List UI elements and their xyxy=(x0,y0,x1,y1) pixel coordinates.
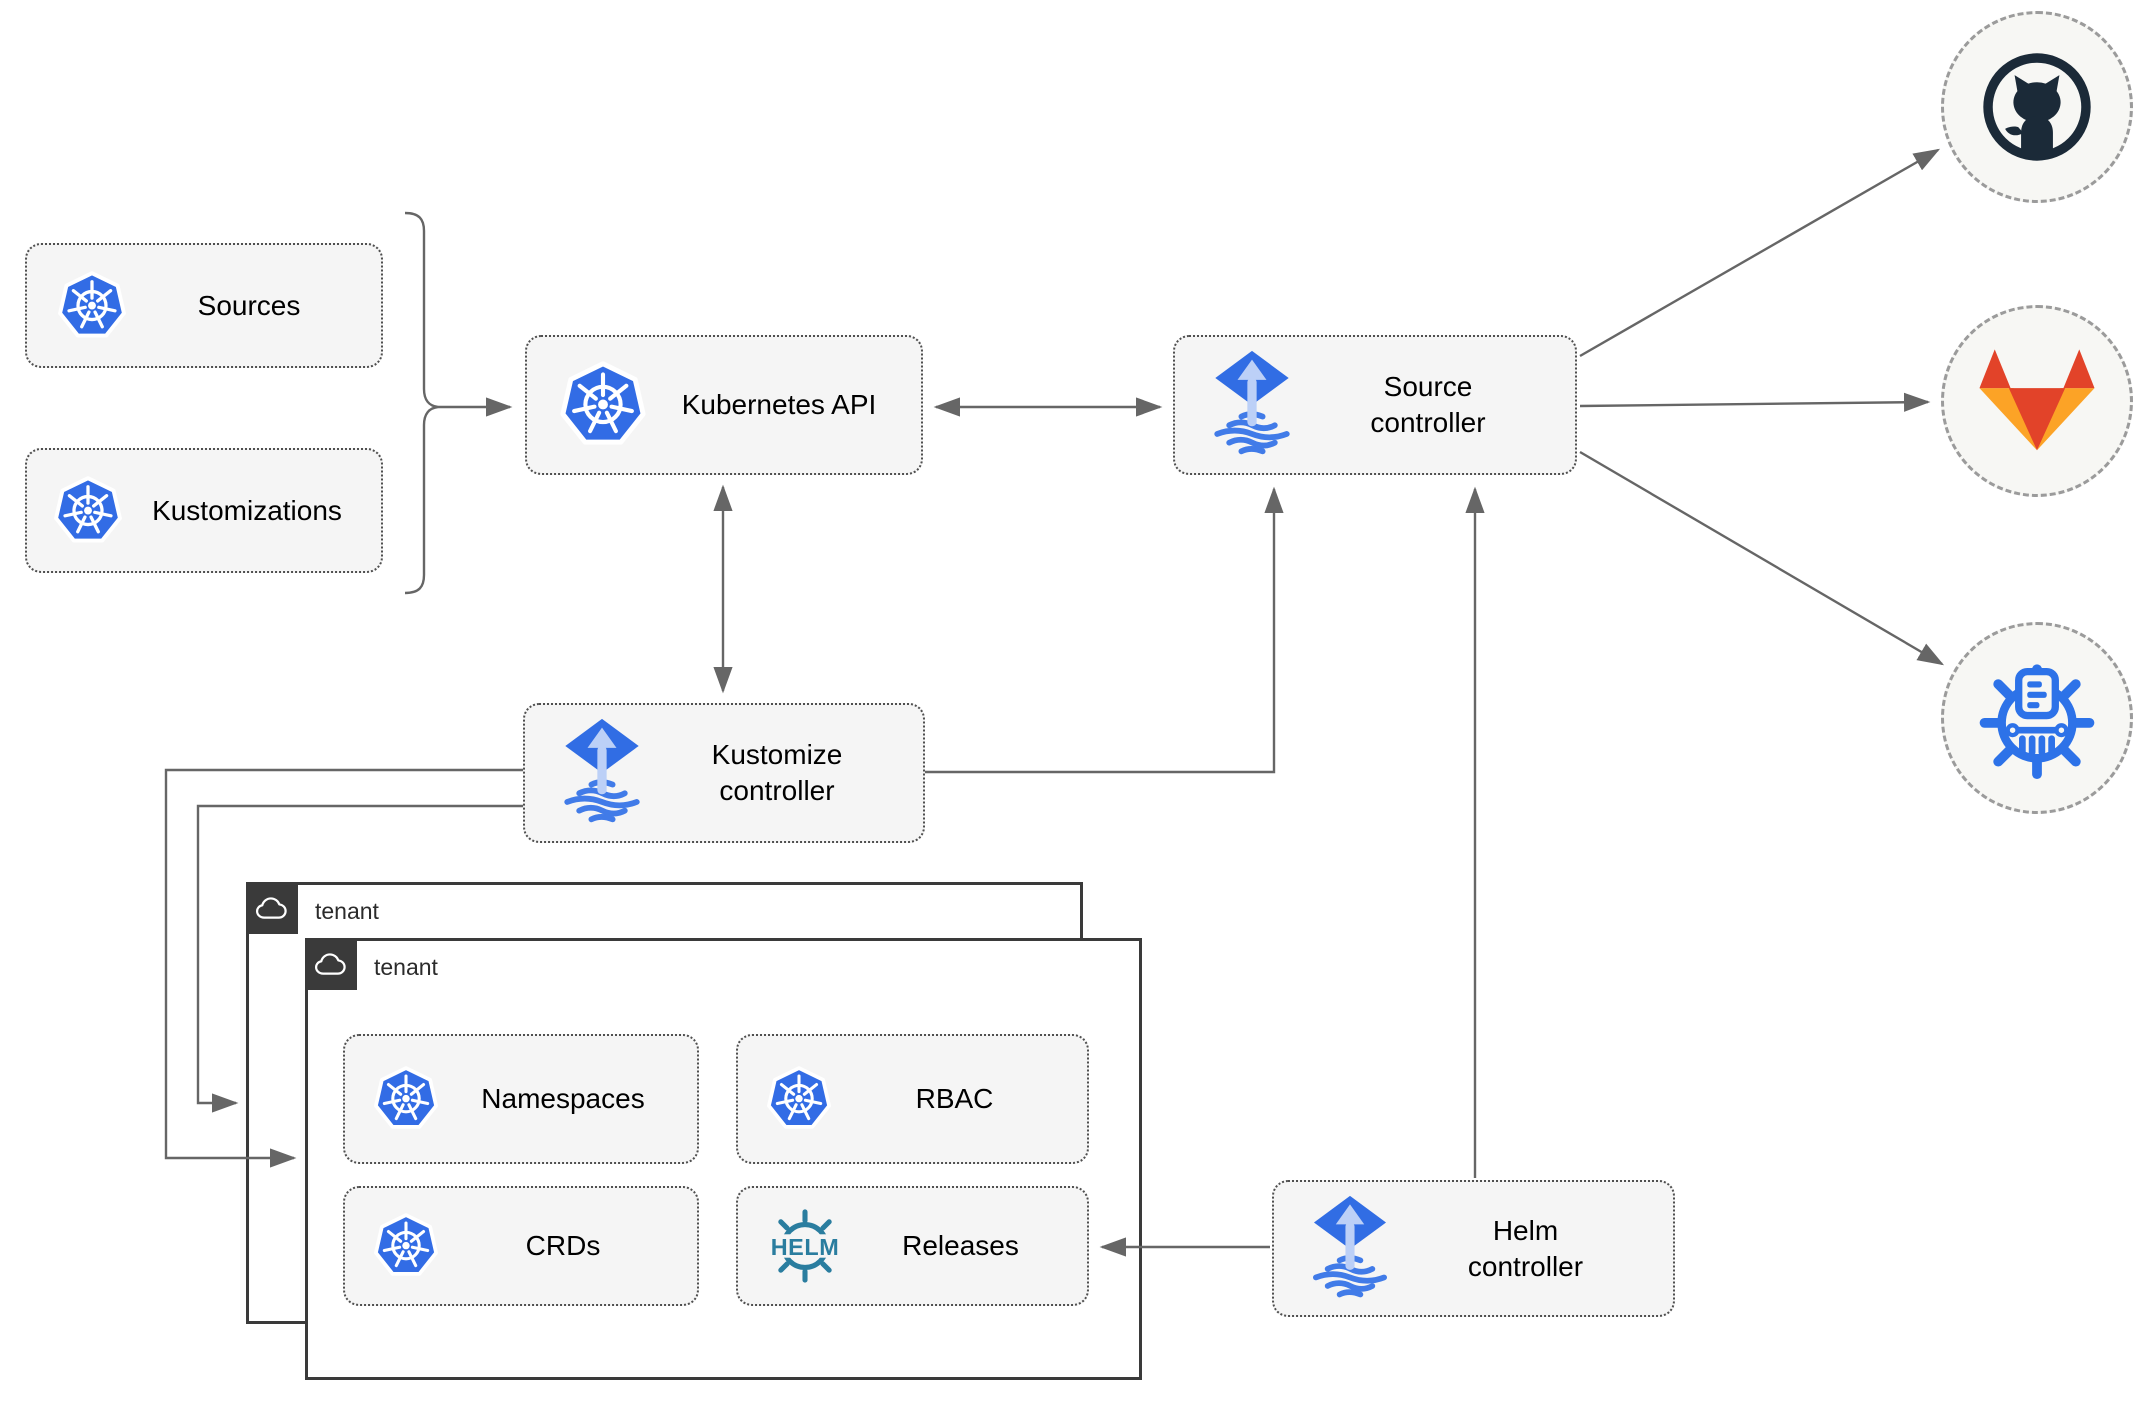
external-github xyxy=(1941,11,2133,203)
node-crds: CRDs xyxy=(343,1186,699,1306)
kubernetes-icon xyxy=(57,271,127,341)
node-rbac: RBAC xyxy=(736,1034,1089,1164)
chartmuseum-icon xyxy=(1979,664,2095,779)
edge-kustomize-to-source xyxy=(925,486,1284,774)
node-kustomizations-label: Kustomizations xyxy=(152,494,342,526)
cloud-icon xyxy=(305,938,357,990)
node-crds-label: CRDs xyxy=(525,1230,601,1262)
kubernetes-icon xyxy=(373,1213,439,1279)
node-kubernetes-api-label: Kubernetes API xyxy=(681,389,877,421)
node-releases-label: Releases xyxy=(902,1230,1019,1262)
github-icon xyxy=(1983,53,2091,161)
node-releases: Releases xyxy=(736,1186,1089,1306)
flux-icon xyxy=(1312,1194,1388,1304)
tenant-back-label: tenant xyxy=(315,898,379,924)
gitlab-icon xyxy=(1979,349,2095,451)
node-kustomize-controller: Kustomize controller xyxy=(523,703,925,843)
edge-source-to-chartmuseum xyxy=(1579,450,1945,666)
external-gitlab xyxy=(1941,305,2133,497)
flux-icon xyxy=(1213,349,1291,461)
edge-source-to-github xyxy=(1579,148,1941,358)
node-namespaces: Namespaces xyxy=(343,1034,699,1164)
node-source-controller: Source controller xyxy=(1173,335,1577,475)
node-helm-controller: Helm controller xyxy=(1272,1180,1675,1317)
kubernetes-icon xyxy=(559,361,647,449)
kubernetes-icon xyxy=(53,476,123,546)
node-source-controller-label: Source controller xyxy=(1370,371,1486,438)
node-kustomizations: Kustomizations xyxy=(25,448,383,573)
external-chartmuseum xyxy=(1941,622,2133,814)
node-helm-controller-label: Helm controller xyxy=(1467,1214,1584,1282)
helm-icon xyxy=(766,1207,844,1285)
node-namespaces-label: Namespaces xyxy=(481,1083,645,1115)
edge-source-to-gitlab xyxy=(1579,392,1931,412)
node-kubernetes-api: Kubernetes API xyxy=(525,335,923,475)
edge-bracket-resources xyxy=(404,211,439,595)
node-sources: Sources xyxy=(25,243,383,368)
kubernetes-icon xyxy=(766,1066,832,1132)
node-kustomize-controller-label: Kustomize controller xyxy=(711,739,843,806)
node-sources-label: Sources xyxy=(197,289,301,321)
tenant-front-label: tenant xyxy=(374,954,438,980)
cloud-icon xyxy=(246,882,298,934)
flux-icon xyxy=(563,717,641,829)
node-rbac-label: RBAC xyxy=(915,1083,994,1115)
kubernetes-icon xyxy=(373,1066,439,1132)
